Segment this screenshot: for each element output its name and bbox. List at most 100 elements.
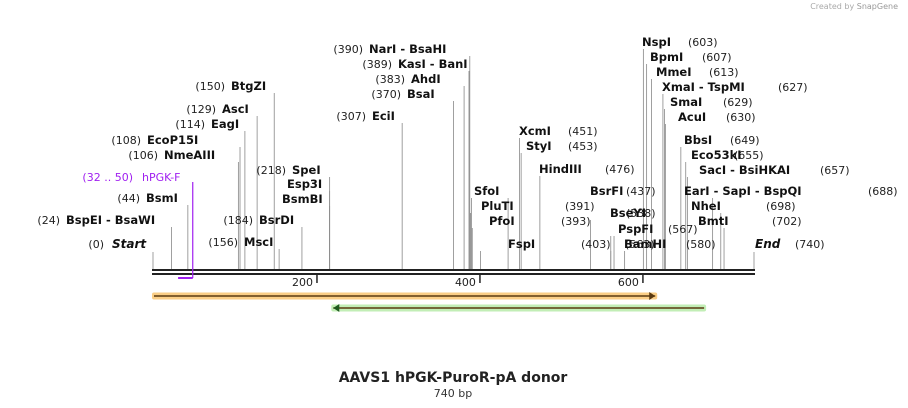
site-spei[interactable]: (218)SpeI — [256, 163, 320, 177]
site-styi[interactable]: (453) StyI — [526, 139, 598, 153]
end-label: End — [755, 237, 781, 251]
site-pfoi[interactable]: (393) PfoI — [489, 214, 591, 228]
site-hindiii[interactable]: (476)HindIII — [539, 162, 635, 176]
site-name: AscI — [222, 102, 249, 116]
site-bsmi[interactable]: (44) BsmI — [117, 191, 177, 205]
ruler-tick-label: 200 — [292, 276, 313, 289]
site-fspi[interactable]: (403)FspI — [508, 237, 611, 251]
site-name: NspI — [642, 35, 671, 49]
site-position: (393) — [561, 215, 591, 228]
site-position: (649) — [730, 134, 760, 147]
site-ahdi[interactable]: (383)AhdI — [375, 72, 440, 86]
site-xmai-tspmi[interactable]: (627)XmaI - TspMI — [662, 80, 808, 94]
site-eari-sapi-bspqi[interactable]: (688)EarI - SapI - BspQI — [684, 184, 898, 198]
site-bsrdi[interactable]: (184)BsrDI — [223, 213, 294, 227]
site-smai[interactable]: (629) SmaI — [670, 95, 753, 109]
site-position[interactable]: (580) — [686, 238, 716, 251]
site-nhei[interactable]: (698)NheI — [691, 199, 796, 213]
site-position[interactable]: (567) — [668, 223, 698, 236]
site-position: (44) — [117, 192, 140, 205]
site-nari-bsahi[interactable]: (390)NarI - BsaHI — [333, 42, 446, 56]
site-xcmi[interactable]: (451)XcmI — [519, 124, 598, 138]
site-name: BsmI — [146, 191, 178, 205]
map-title: AAVS1 hPGK-PuroR-pA donor — [339, 370, 568, 386]
site-name: BsrFI — [590, 184, 623, 198]
site-btgzi[interactable]: (150)BtgZI — [195, 79, 266, 93]
site-kasi-bani[interactable]: (389)KasI - BanI — [362, 57, 467, 71]
site-mmei[interactable]: (613) MmeI — [656, 65, 739, 79]
site-name: EcoP15I — [147, 133, 198, 147]
feature-hpgk-promoter[interactable] — [152, 292, 658, 300]
site-bamhi[interactable]: (563)BamHI — [624, 237, 666, 251]
site-position: (156) — [208, 236, 238, 249]
site-name: MscI — [244, 235, 273, 249]
site-position: (629) — [723, 96, 753, 109]
site-bpmi[interactable]: (607)BpmI — [650, 50, 732, 64]
site-name: AcuI — [678, 110, 706, 124]
site-ecop15i[interactable]: (108) EcoP15I — [111, 133, 198, 147]
site-asci[interactable]: (129)AscI — [186, 102, 248, 116]
site-position: (24) — [37, 214, 60, 227]
site-position: (391) — [565, 200, 595, 213]
site-name: SfoI — [474, 184, 499, 198]
site-bspei-bsawi[interactable]: (24) BspEI - BsaWI — [37, 213, 155, 227]
site-name: KasI - BanI — [398, 57, 468, 71]
start-label: Start — [112, 237, 147, 251]
site-position: (655) — [734, 149, 764, 162]
site-nspi[interactable]: (603) NspI — [642, 35, 718, 49]
feature-puror[interactable] — [331, 304, 707, 312]
site-eco53ki[interactable]: (655)Eco53kI — [691, 148, 764, 162]
site-bseyi[interactable]: (538)BseYI — [610, 206, 656, 220]
site-acui[interactable]: (630) AcuI — [678, 110, 756, 124]
site-eagi[interactable]: (114) EagI — [175, 117, 239, 131]
site-saci-bsihkai[interactable]: (657)SacI - BsiHKAI — [699, 163, 850, 177]
site-position: (108) — [111, 134, 141, 147]
site-position: (603) — [688, 36, 718, 49]
ruler-tick-label: 400 — [455, 276, 476, 289]
site-msci[interactable]: (156) MscI — [208, 235, 273, 249]
primer-hpgk-f[interactable]: (32 .. 50)hPGK-F — [82, 171, 194, 279]
site-bsrfi[interactable]: (437)BsrFI — [590, 184, 656, 198]
site-position: (390) — [333, 43, 363, 56]
site-position: (437) — [626, 185, 656, 198]
site-name: BsmBI — [282, 192, 323, 206]
start-position: (0) — [88, 238, 104, 251]
site-name: NheI — [691, 199, 721, 213]
site-bsai[interactable]: (370)BsaI — [371, 87, 434, 101]
site-position: (613) — [709, 66, 739, 79]
site-esp3i[interactable]: Esp3I — [287, 177, 322, 191]
site-position: (403) — [581, 238, 611, 251]
site-name: StyI — [526, 139, 552, 153]
site-position: (476) — [605, 163, 635, 176]
site-name: EagI — [211, 117, 239, 131]
site-position: (538) — [626, 207, 656, 220]
site-position: (607) — [702, 51, 732, 64]
site-bmti[interactable]: (702)BmtI — [698, 214, 802, 228]
site-position: (688) — [868, 185, 898, 198]
site-name: BamHI — [624, 237, 666, 251]
site-bsmbi[interactable]: BsmBI — [282, 192, 323, 206]
site-name: SacI - BsiHKAI — [699, 163, 790, 177]
site-name: BseYI — [610, 206, 646, 220]
site-nmeaiii[interactable]: (106)NmeAIII — [128, 148, 215, 162]
site-position: (370) — [371, 88, 401, 101]
site-position: (114) — [175, 118, 205, 131]
site-bbsi[interactable]: (649)BbsI — [684, 133, 760, 147]
site-name: SmaI — [670, 95, 702, 109]
site-name: BtgZI — [231, 79, 266, 93]
site-ecii[interactable]: (307)EciI — [336, 109, 395, 123]
site-position: (453) — [568, 140, 598, 153]
feature-arrows — [152, 292, 707, 312]
feature-arrowhead — [333, 304, 340, 312]
site-name: MmeI — [656, 65, 692, 79]
site-name: BspEI - BsaWI — [66, 213, 155, 227]
site-name: XcmI — [519, 124, 551, 138]
site-position: (630) — [726, 111, 756, 124]
site-pspfi[interactable]: PspFI — [618, 222, 653, 236]
primer-range: (32 .. 50) — [82, 171, 133, 184]
site-name: PfoI — [489, 214, 515, 228]
site-pluti[interactable]: (391)PluTI — [481, 199, 595, 213]
site-sfoi[interactable]: SfoI — [474, 184, 499, 198]
ruler-tick-label: 600 — [618, 276, 639, 289]
